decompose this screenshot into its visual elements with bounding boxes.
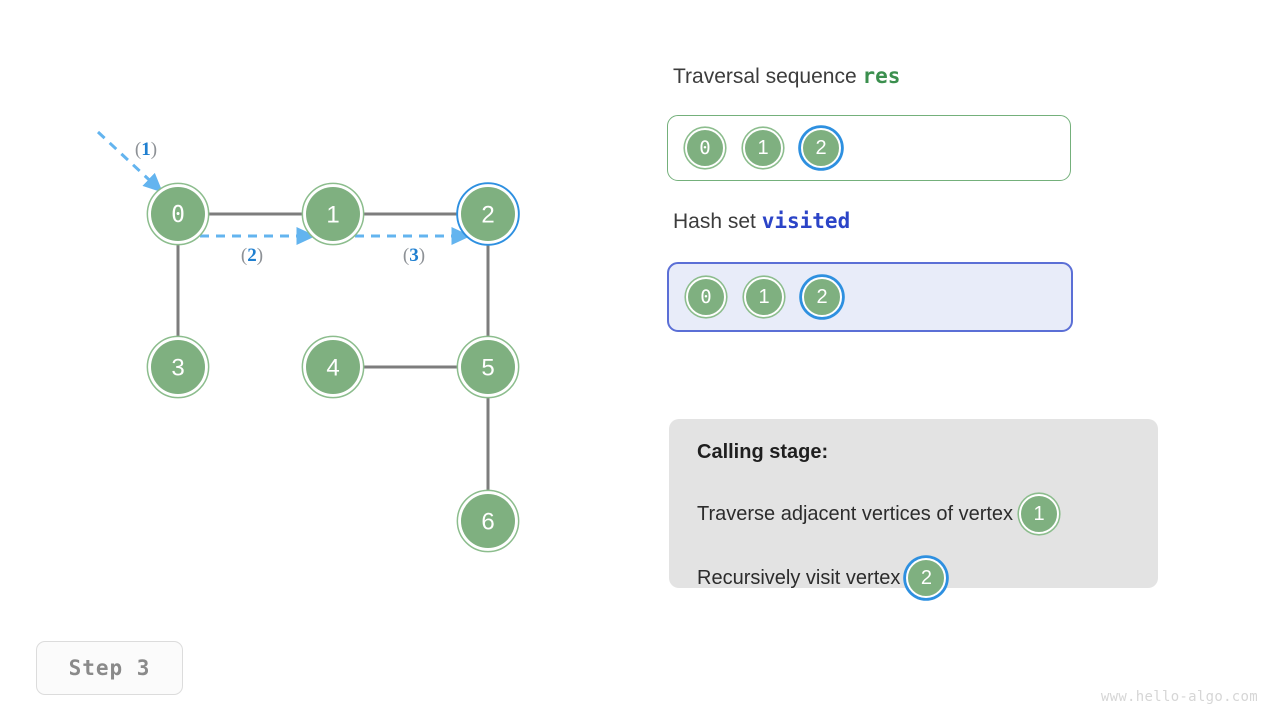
calling-stage-panel: Calling stage: Traverse adjacent vertice… [669,419,1158,598]
node-outer-ring [456,489,520,553]
calling-stage-row-vertex: 1 [1019,494,1060,534]
traversal-sequence-title-text: Traversal sequence [673,65,863,88]
graph-node[interactable]: 0 [146,182,210,246]
res-item: 0 [685,128,725,168]
watermark: www.hello-algo.com [1100,689,1258,705]
graph-node[interactable]: 5 [456,335,520,399]
node-label: 3 [171,355,184,382]
graph-canvas: 0 1 2 3 4 5 6 (1) (2) (3) [96,130,520,553]
graph-step-arrow-labels: (1) (2) (3) [135,139,425,266]
res-item: 2 [801,128,841,168]
node-label: 0 [171,202,185,228]
graph-step-arrows [96,130,471,245]
node-circle [151,340,205,394]
visited-item: 0 [686,277,726,317]
res-code-label: res [862,64,901,88]
res-item: 1 [743,128,783,168]
hash-set-title: Hash set visited [673,209,850,234]
calling-stage-row-text: Traverse adjacent vertices of vertex [697,502,1014,525]
node-circle [306,340,360,394]
node-outer-ring [146,182,210,246]
node-gap-ring [458,337,518,397]
node-gap-ring [148,337,208,397]
node-gap-ring [148,184,208,244]
node-circle [306,187,360,241]
node-label: 5 [481,355,494,382]
node-circle [461,187,515,241]
graph-node[interactable]: 2 [456,182,520,246]
node-circle [461,494,515,548]
graph-node[interactable]: 6 [456,489,520,553]
node-circle [461,340,515,394]
visited-item: 1 [744,277,784,317]
node-gap-ring [458,184,518,244]
calling-stage-heading: Calling stage: [697,441,829,463]
node-outer-ring [301,182,365,246]
traversal-arrow-label: (3) [403,245,425,266]
graph-node[interactable]: 4 [301,335,365,399]
node-gap-ring [303,184,363,244]
traversal-arrow [96,130,163,193]
node-circle [151,187,205,241]
hash-set-title-text: Hash set [673,210,762,233]
node-label: 4 [326,355,339,382]
graph-panel: 0 1 2 3 4 5 6 (1) (2) (3) [0,0,640,620]
graph-node[interactable]: 3 [146,335,210,399]
calling-stage-row-vertex: 2 [906,558,947,598]
node-gap-ring [303,337,363,397]
traversal-arrow-label: (1) [135,139,157,160]
step-badge: Step 3 [36,641,183,695]
node-gap-ring [458,491,518,551]
traversal-arrow-label: (2) [241,245,263,266]
node-label: 6 [481,509,494,536]
node-outer-ring [456,335,520,399]
traversal-sequence-title: Traversal sequence res [673,64,900,89]
node-outer-ring [146,335,210,399]
graph-edges [176,212,490,492]
calling-stage-row-text: Recursively visit vertex [697,566,901,589]
node-active-ring [456,182,520,246]
node-label: 2 [481,202,494,229]
graph-nodes: 0 1 2 3 4 5 6 [146,182,520,553]
graph-node[interactable]: 1 [301,182,365,246]
visited-item: 2 [802,277,842,317]
node-label: 1 [326,202,339,229]
node-outer-ring [301,335,365,399]
visited-code-label: visited [761,209,851,233]
